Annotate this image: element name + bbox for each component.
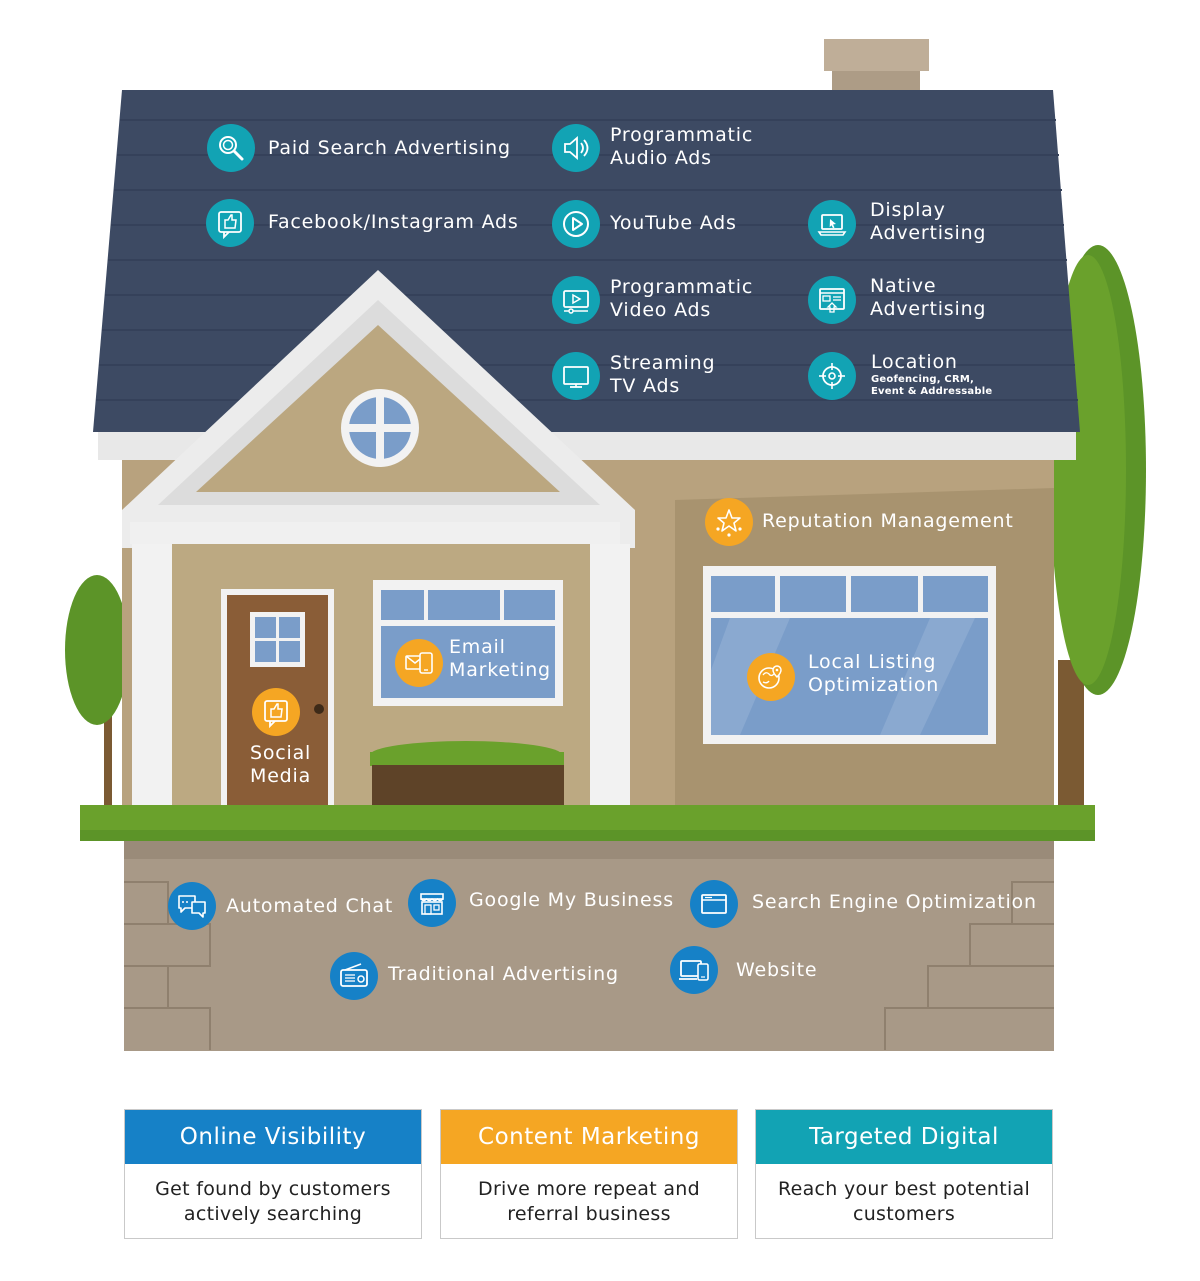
card-text: Reach your best potential customers xyxy=(777,1177,1031,1225)
porch-column-left xyxy=(132,544,172,805)
card-online-visibility: Online Visibility Get found by customers… xyxy=(124,1109,422,1239)
card-title: Content Marketing xyxy=(441,1110,737,1164)
browser-window-icon xyxy=(690,880,738,928)
label-traditional: Traditional Advertising xyxy=(388,963,619,985)
label-google-my-business: Google My Business xyxy=(469,889,674,911)
email-icon xyxy=(395,639,443,687)
laptop-cursor-icon xyxy=(808,200,856,248)
card-title: Targeted Digital xyxy=(756,1110,1052,1164)
label-reputation: Reputation Management xyxy=(762,510,1014,532)
round-window xyxy=(341,389,419,467)
card-title: Online Visibility xyxy=(125,1110,421,1164)
label-website: Website xyxy=(736,959,818,981)
label-facebook-instagram: Facebook/Instagram Ads xyxy=(268,211,519,233)
porch-column-right xyxy=(590,544,630,805)
radio-icon xyxy=(330,952,378,1000)
left-tree xyxy=(65,575,129,810)
label-seo: Search Engine Optimization xyxy=(752,891,1037,913)
map-pin-icon xyxy=(747,653,795,701)
label-location: Location xyxy=(871,351,958,373)
label-paid-search: Paid Search Advertising xyxy=(268,137,511,159)
social-thumbs-up-icon xyxy=(252,688,300,736)
card-targeted-digital: Targeted Digital Reach your best potenti… xyxy=(755,1109,1053,1239)
webpage-icon xyxy=(808,276,856,324)
stars-icon xyxy=(705,498,753,546)
card-text: Drive more repeat and referral business xyxy=(478,1177,700,1225)
label-youtube: YouTube Ads xyxy=(610,212,737,234)
devices-icon xyxy=(670,946,718,994)
storefront-icon xyxy=(408,879,456,927)
label-automated-chat: Automated Chat xyxy=(226,895,394,917)
target-icon xyxy=(808,352,856,400)
magnifier-icon xyxy=(207,124,255,172)
card-text: Get found by customers actively searchin… xyxy=(155,1177,391,1225)
card-content-marketing: Content Marketing Drive more repeat and … xyxy=(440,1109,738,1239)
video-player-icon xyxy=(552,276,600,324)
chat-bubbles-icon xyxy=(168,882,216,930)
tv-icon xyxy=(552,352,600,400)
foundation xyxy=(124,841,1054,1051)
thumbs-up-icon xyxy=(206,199,254,247)
planter-box xyxy=(370,741,564,805)
play-button-icon xyxy=(552,200,600,248)
speaker-icon xyxy=(552,124,600,172)
label-location-detail: Geofencing, CRM,Event & Addressable xyxy=(871,374,993,397)
